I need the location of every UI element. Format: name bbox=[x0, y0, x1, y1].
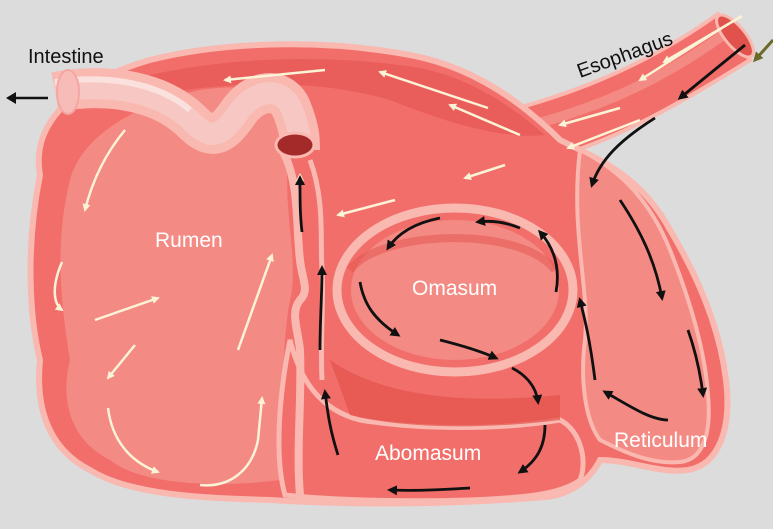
abomasum-label: Abomasum bbox=[375, 442, 481, 465]
rumen-label: Rumen bbox=[155, 229, 223, 252]
intestine-label: Intestine bbox=[28, 46, 104, 68]
reticulum-label: Reticulum bbox=[614, 429, 707, 452]
rumen-chamber bbox=[61, 88, 293, 484]
omasum-label: Omasum bbox=[412, 277, 497, 300]
